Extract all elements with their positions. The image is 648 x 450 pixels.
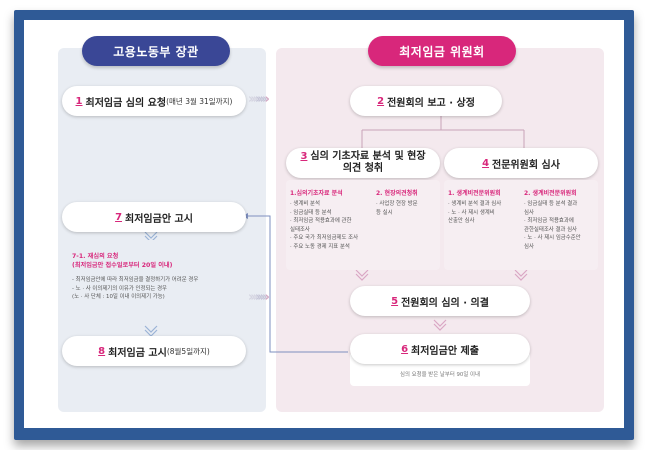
step-3-label-line2: 의견 청취 bbox=[342, 163, 384, 174]
list-item: · 최저임금 적용효과에 관한 bbox=[290, 218, 352, 224]
arrow-chevrons-to-step5: ›››››››› bbox=[248, 290, 270, 305]
step-1-number: 1 bbox=[75, 95, 83, 107]
step-6-pill: 6 최저임금안 제출 bbox=[350, 334, 530, 364]
reconsideration-request-box: 7-1. 재심의 요청 (최저임금안 접수일로부터 20일 이내) - 최저임금… bbox=[62, 240, 246, 324]
step-4-label: 전문위원회 심사 bbox=[492, 159, 560, 171]
step-3-detail-card: 1.심의기초자료 분석 · 생계비 분석 · 임금실태 등 분석 · 최저임금 … bbox=[286, 180, 440, 270]
cost-of-living-committee-list: · 생계비 분석 결과 심사 · 노 · 사 제시 생계비 산출안 심사 bbox=[448, 200, 501, 226]
step-8-deadline: (8월5일까지) bbox=[166, 346, 210, 356]
step-3-label-line1: 심의 기초자료 분석 및 현장 bbox=[310, 151, 426, 162]
list-item: · 생계비 분석 결과 심사 bbox=[448, 201, 502, 207]
cost-of-living-committee-title: 1. 생계비전문위원회 bbox=[448, 190, 501, 197]
step-1-pill: 1 최저임금 심의 요청 (매년 3월 31일까지) bbox=[62, 86, 246, 116]
step-5-pill: 5 전원회의 심의 · 의결 bbox=[350, 286, 530, 316]
basic-data-analysis-title: 1.심의기초자료 분석 bbox=[290, 190, 343, 197]
step-5-number: 5 bbox=[391, 295, 399, 307]
basic-data-analysis-list: · 생계비 분석 · 임금실태 등 분석 · 최저임금 적용효과에 관한 실태조… bbox=[290, 200, 358, 251]
second-committee-list: · 임금실태 등 분석 결과 심사 · 최저임금 적용효과에 관한실태조사 결과… bbox=[524, 200, 581, 251]
field-opinion-title: 2. 현장의견청취 bbox=[376, 190, 418, 197]
arrow-chevrons-step1-to-2: ›››››››› bbox=[248, 92, 270, 107]
step-1-label: 최저임금 심의 요청 bbox=[85, 97, 167, 109]
list-item: 등 실시 bbox=[376, 209, 393, 216]
step-5-label: 전원회의 심의 · 의결 bbox=[401, 297, 489, 309]
list-item: - 노 · 사 이의제기의 이유가 인정되는 경우 bbox=[72, 285, 168, 292]
list-item: · 임금실태 등 분석 bbox=[290, 209, 332, 216]
step-6-number: 6 bbox=[401, 343, 409, 355]
header-commission: 최저임금 위원회 bbox=[368, 36, 516, 66]
step-4-number: 4 bbox=[482, 157, 490, 169]
list-item: 실태조사 bbox=[290, 226, 310, 233]
step-2-label: 전원회의 보고 · 상정 bbox=[387, 97, 475, 109]
step-4-detail-card: 1. 생계비전문위원회 · 생계비 분석 결과 심사 · 노 · 사 제시 생계… bbox=[444, 180, 598, 270]
list-item: - 최저임금안에 따라 최저임금을 결정하기가 어려운 경우 bbox=[72, 277, 199, 283]
step-3-number: 3 bbox=[300, 151, 308, 162]
step-2-number: 2 bbox=[377, 95, 385, 107]
list-item: · 노 · 사 제시 임금수준안 bbox=[524, 235, 581, 241]
list-item: · 임금실태 등 분석 결과 bbox=[524, 201, 578, 207]
step-7-pill: 7 최저임금안 고시 bbox=[62, 202, 246, 232]
step-4-pill: 4 전문위원회 심사 bbox=[444, 148, 598, 178]
list-item: 산출안 심사 bbox=[448, 218, 475, 224]
list-item: (노 · 사 단체 : 10일 이내 이의제기 가능) bbox=[72, 294, 165, 300]
step-6-label: 최저임금안 제출 bbox=[411, 345, 479, 357]
step-2-pill: 2 전원회의 보고 · 상정 bbox=[350, 86, 502, 116]
step-7-number: 7 bbox=[115, 211, 123, 223]
step-8-label: 최저임금 고시 bbox=[108, 347, 167, 359]
reconsideration-list: - 최저임금안에 따라 최저임금을 결정하기가 어려운 경우 - 노 · 사 이… bbox=[72, 276, 198, 302]
step-1-deadline: (매년 3월 31일까지) bbox=[166, 96, 233, 106]
reconsideration-title-line2: (최저임금안 접수일로부터 20일 이내) bbox=[72, 262, 173, 269]
step-8-number: 8 bbox=[98, 345, 106, 357]
field-opinion-list: · 사업장 현장 방문 등 실시 bbox=[376, 200, 418, 217]
list-item: · 생계비 분석 bbox=[290, 201, 320, 207]
header-ministry: 고용노동부 장관 bbox=[82, 36, 230, 66]
list-item: 심사 bbox=[524, 243, 534, 250]
reconsideration-title: 7-1. 재심의 요청 (최저임금안 접수일로부터 20일 이내) bbox=[72, 252, 172, 270]
list-item: · 주요 노동 경제 지표 분석 bbox=[290, 243, 350, 250]
step-7-label: 최저임금안 고시 bbox=[125, 213, 193, 225]
list-item: · 주요 국가 최저임금제도 조사 bbox=[290, 235, 359, 241]
list-item: 관한실태조사 결과 심사 bbox=[524, 226, 578, 233]
reconsideration-title-line1: 7-1. 재심의 요청 bbox=[72, 253, 119, 260]
list-item: · 최저임금 적용효과에 bbox=[524, 218, 574, 224]
list-item: 심사 bbox=[524, 209, 534, 216]
step-8-pill: 8 최저임금 고시 (8월5일까지) bbox=[62, 336, 246, 366]
list-item: · 노 · 사 제시 생계비 bbox=[448, 209, 495, 216]
list-item: · 사업장 현장 방문 bbox=[376, 201, 418, 207]
second-committee-title: 2. 생계비전문위원회 bbox=[524, 190, 577, 197]
